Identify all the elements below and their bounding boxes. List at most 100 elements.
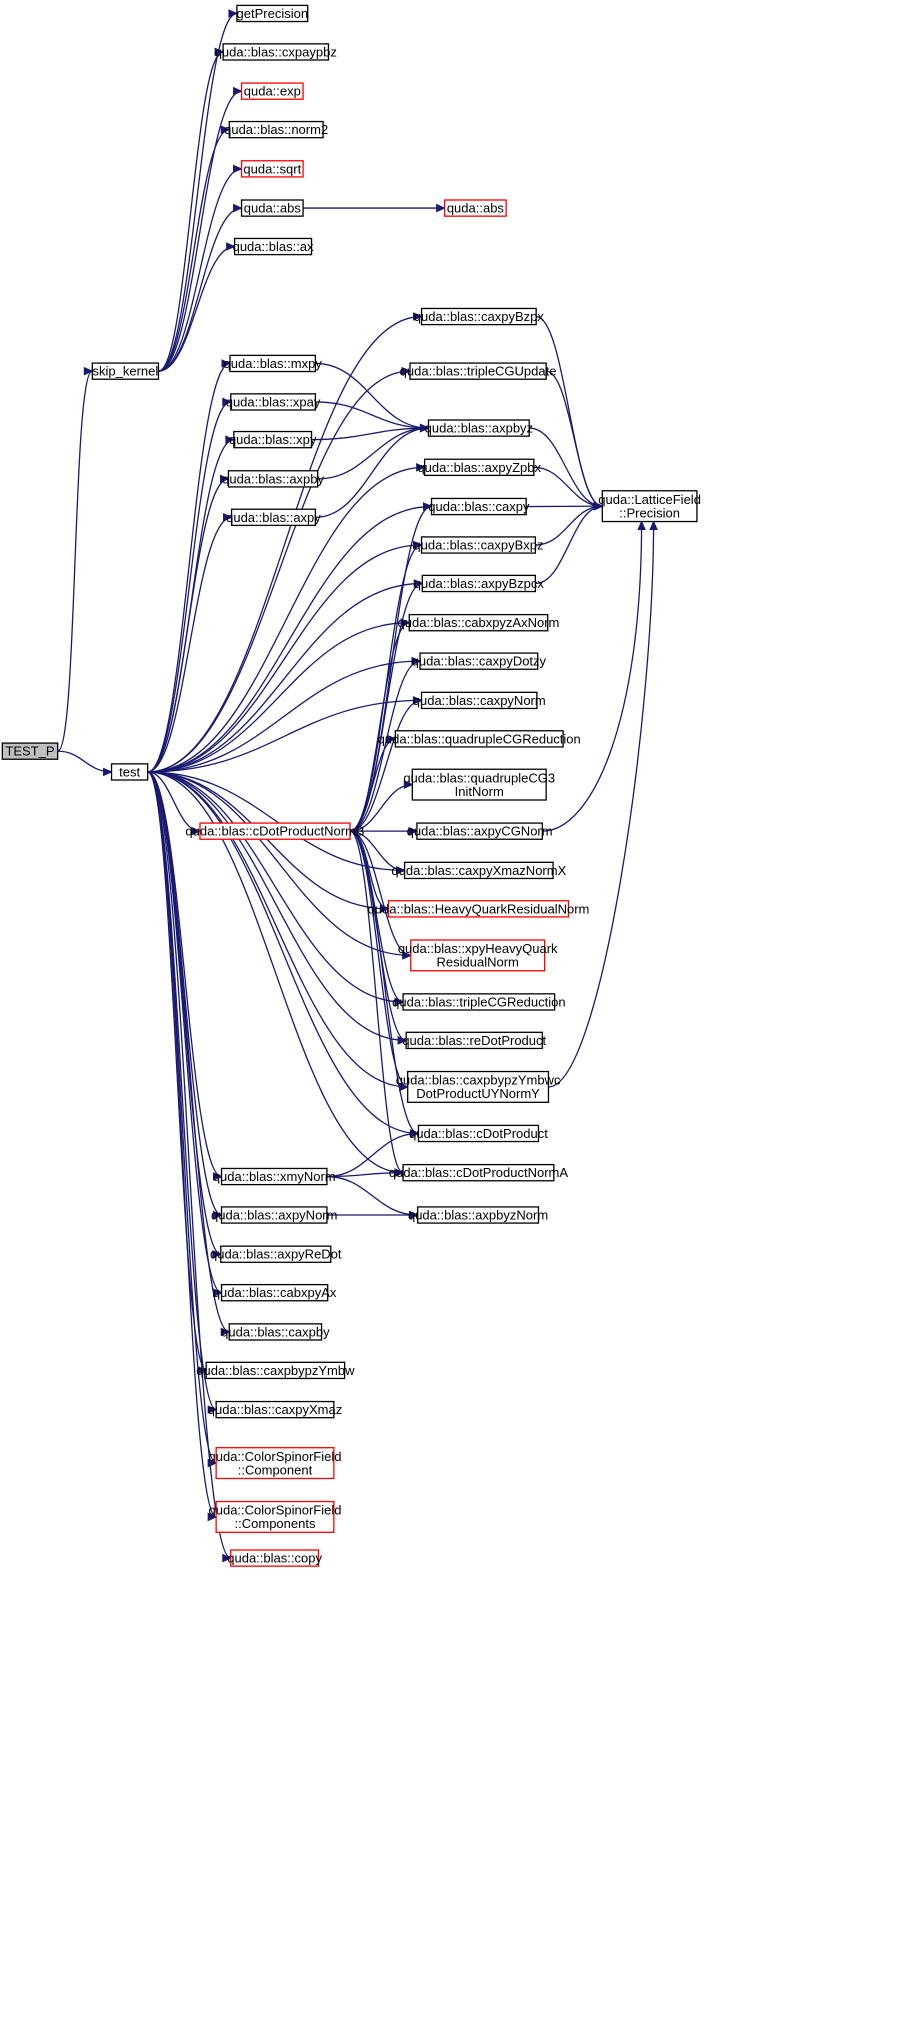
node-xpay[interactable]: quda::blas::xpay (226, 393, 321, 411)
node-getprecision[interactable]: getPrecision (236, 4, 309, 23)
node-exp[interactable]: quda::exp (240, 82, 304, 100)
node-redotproduct[interactable]: quda::blas::reDotProduct (402, 1031, 547, 1050)
node-cabxpyzaxnorm[interactable]: quda::blas::cabxpyzAxNorm (398, 613, 560, 632)
edge-test-to-csfcomponent (147, 771, 217, 1464)
arrowhead (394, 1168, 405, 1177)
node-copy[interactable]: quda::blas::copy (227, 1549, 322, 1567)
node-test-p[interactable]: TEST_P (1, 742, 59, 760)
edge-axpycgnorm-to-lfprecision (542, 521, 643, 832)
node-skip-kernel[interactable]: skip_kernel (91, 362, 160, 380)
arrowhead (213, 1172, 223, 1181)
node-axpybzpcx[interactable]: quda::blas::axpyBzpcx (414, 574, 545, 593)
edge-test-to-triplecgreduction (147, 771, 404, 1003)
edge-cdotproductnormb-to-caxpbypzymbwcdotproductuynormy (349, 830, 408, 1088)
arrowhead (219, 474, 230, 484)
node-label: quda::blas::axpby (222, 471, 324, 486)
edge-axpby-to-axpbyz (317, 427, 429, 480)
node-box (230, 393, 317, 411)
node-quadruplecgreduction[interactable]: quda::blas::quadrupleCGReduction (378, 730, 581, 748)
node-xpy[interactable]: quda::blas::xpy (229, 430, 317, 449)
node-box (240, 160, 304, 178)
node-abs2[interactable]: quda::abs (443, 199, 507, 217)
arrowhead (225, 435, 236, 444)
node-box (402, 993, 556, 1011)
node-heavyquarkresidualnorm[interactable]: quda::blas::HeavyQuarkResidualNorm (368, 900, 590, 918)
node-label: quda::blas::mxpy (224, 356, 323, 371)
edge-cdotproductnormb-to-quadruplecgreduction (349, 738, 396, 832)
edge-axpbyz-to-lfprecision (529, 427, 603, 507)
node-label: quda::sqrt (243, 161, 301, 176)
node-axpby[interactable]: quda::blas::axpby (222, 470, 325, 488)
node-mxpy[interactable]: quda::blas::mxpy (224, 354, 323, 373)
edge-cdotproductnormb-to-heavyquarkresidualnorm (349, 830, 389, 910)
node-box (410, 939, 546, 972)
node-label: ResidualNorm (437, 955, 519, 970)
node-test[interactable]: test (110, 763, 149, 781)
node-sqrt[interactable]: quda::sqrt (240, 160, 304, 178)
node-box (91, 362, 160, 380)
node-cdotproductnormb[interactable]: quda::blas::cDotProductNormB (185, 822, 365, 840)
node-triplecgupdate[interactable]: quda::blas::tripleCGUpdate (400, 362, 557, 380)
node-box (420, 307, 537, 326)
edge-cdotproductnormb-to-caxpynorm (349, 699, 422, 832)
node-cabxpyax[interactable]: quda::blas::cabxpyAx (213, 1283, 337, 1302)
node-axpbyz[interactable]: quda::blas::axpbyz (425, 419, 533, 437)
node-caxpydotzy[interactable]: quda::blas::caxpyDotzy (412, 652, 547, 670)
node-axpyredot[interactable]: quda::blas::axpyReDot (210, 1245, 342, 1263)
node-csfcomponent[interactable]: quda::ColorSpinorField::Component (209, 1447, 342, 1480)
edge-test-to-axpybzpcx (147, 582, 423, 773)
node-caxpbypzymbwcdotproductuynormy[interactable]: quda::blas::caxpbypzYmbwcDotProductUYNor… (396, 1070, 561, 1103)
edge-layer (57, 9, 658, 1563)
node-label: quda::exp (244, 84, 301, 99)
arrowhead (220, 125, 231, 134)
node-axpynorm[interactable]: quda::blas::axpyNorm (211, 1206, 337, 1224)
node-box (227, 470, 319, 488)
node-label: test (119, 764, 140, 779)
node-label: quda::blas::axpyReDot (210, 1247, 342, 1262)
node-box (411, 768, 547, 801)
node-ax[interactable]: quda::blas::ax (233, 237, 314, 256)
node-caxpyxmaznormx[interactable]: quda::blas::caxpyXmazNormX (391, 861, 567, 880)
node-box (409, 362, 547, 380)
node-label: quda::blas::tripleCGUpdate (400, 364, 557, 379)
edge-test-to-caxpbypzymbw (147, 771, 207, 1372)
node-axpbyznorm[interactable]: quda::blas::axpbyzNorm (408, 1206, 548, 1224)
node-label: quda::blas::caxpby (221, 1324, 330, 1339)
node-axpy[interactable]: quda::blas::axpy (226, 508, 321, 527)
node-box (427, 419, 530, 437)
node-triplecgreduction[interactable]: quda::blas::tripleCGReduction (392, 993, 566, 1011)
arrowhead (233, 164, 243, 174)
node-caxpybxpz[interactable]: quda::blas::caxpyBxpz (413, 536, 544, 554)
node-label: quda::blas::axpy (226, 510, 321, 525)
node-norm2[interactable]: quda::blas::norm2 (224, 120, 328, 139)
node-caxpby[interactable]: quda::blas::caxpby (221, 1323, 330, 1341)
node-abs1[interactable]: quda::abs (240, 199, 304, 217)
arrowhead (233, 203, 243, 213)
node-cxpaypbz[interactable]: quda::blas::cxpaypbz (215, 43, 337, 61)
node-caxpbypzymbw[interactable]: quda::blas::caxpbypzYmbw (196, 1361, 355, 1380)
edge-skip-kernel-to-exp (158, 90, 242, 372)
edge-cdotproductnormb-to-cdotproduct (349, 830, 419, 1135)
node-caxpyxmaz[interactable]: quda::blas::caxpyXmaz (208, 1400, 342, 1419)
node-caxpy[interactable]: quda::blas::caxpy (428, 497, 530, 516)
node-lfprecision[interactable]: quda::LatticeField::Precision (598, 490, 701, 523)
node-box (215, 1400, 335, 1419)
edge-test-to-triplecgupdate (147, 370, 411, 773)
node-box (233, 237, 313, 256)
node-caxpybzpx[interactable]: quda::blas::caxpyBzpx (414, 307, 545, 326)
node-axpyzpbx[interactable]: quda::blas::axpyZpbx (417, 458, 542, 477)
edge-test-to-caxpydotzy (147, 660, 421, 773)
node-axpycgnorm[interactable]: quda::blas::axpyCGNorm (407, 822, 553, 840)
node-cdotproductnorma[interactable]: quda::blas::cDotProductNormA (389, 1163, 569, 1182)
node-box (240, 199, 304, 217)
node-cdotproduct[interactable]: quda::blas::cDotProduct (409, 1124, 548, 1143)
node-caxpynorm[interactable]: quda::blas::caxpyNorm (413, 691, 546, 710)
node-csfcomponents[interactable]: quda::ColorSpinorField::Components (209, 1500, 342, 1533)
node-xmynorm[interactable]: quda::blas::xmyNorm (213, 1167, 336, 1186)
node-box (199, 822, 351, 840)
node-box (215, 1500, 335, 1533)
arrowhead (413, 312, 423, 321)
